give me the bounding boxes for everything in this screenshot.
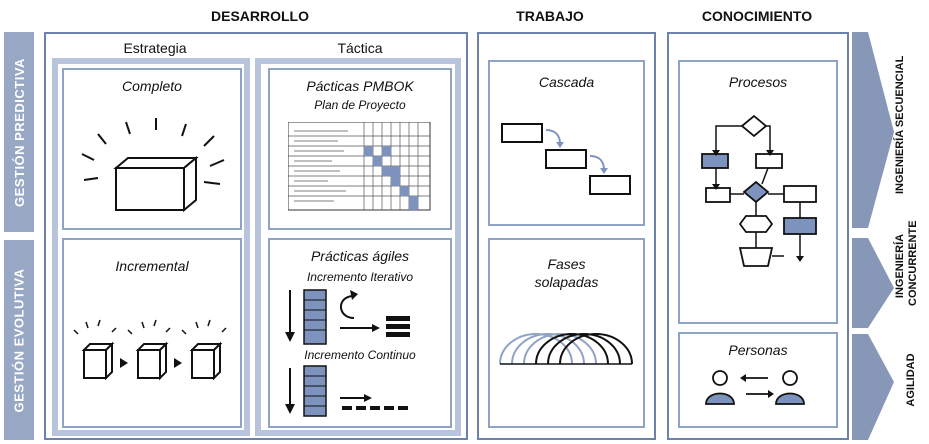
cell-pmbok: Pácticas PMBOK Plan de Proyecto	[268, 68, 452, 230]
cell-agiles-title: Prácticas ágiles	[310, 248, 410, 264]
iterative-increment-icon	[285, 289, 410, 345]
secuencial-arrow	[852, 32, 894, 228]
tactica-frame	[255, 58, 461, 436]
cell-fases-line1: Fases	[547, 256, 586, 272]
cell-agiles-sub-continuo: Incremento Continuo	[304, 348, 416, 362]
side-gestion-predictiva-label: GESTIÓN PREDICTIVA	[11, 57, 27, 207]
cell-completo-title: Completo	[122, 78, 182, 94]
trabajo-panel	[477, 32, 656, 440]
cell-procesos: Procesos	[678, 60, 838, 324]
cell-cascada-title: Cascada	[538, 74, 595, 90]
header-conocimiento: CONOCIMIENTO	[701, 8, 813, 24]
cell-completo: Completo	[62, 68, 242, 230]
side-gestion-predictiva: GESTIÓN PREDICTIVA	[4, 32, 34, 232]
label-agilidad: AGILIDAD	[905, 353, 917, 407]
cell-agiles: Prácticas ágiles Incremento Iterativo In…	[268, 238, 452, 428]
agilidad-arrow	[852, 334, 894, 440]
cell-incremental-title: Incremental	[115, 258, 189, 274]
gantt-table-icon	[288, 122, 431, 211]
cell-fases-solapadas: Fases solapadas	[488, 238, 645, 428]
waterfall-icon	[501, 123, 631, 195]
header-desarrollo: DESARROLLO	[211, 8, 309, 24]
concurrente-arrow	[852, 238, 894, 328]
continuous-increment-icon	[285, 365, 408, 417]
conocimiento-panel	[667, 32, 849, 440]
cell-pmbok-subtitle: Plan de Proyecto	[314, 98, 406, 112]
right-chevron-arrows	[852, 32, 894, 440]
cell-cascada: Cascada	[488, 60, 645, 226]
label-ingenieria-secuencial: INGENIERÍA SECUENCIAL	[894, 55, 906, 194]
header-trabajo: TRABAJO	[516, 8, 584, 24]
label-concurrente-line1: INGENIERÍA	[894, 233, 906, 299]
overlapping-phases-icon	[499, 333, 633, 365]
estrategia-frame	[52, 58, 250, 436]
column-estrategia: Estrategia	[123, 40, 187, 56]
people-exchange-icon	[705, 370, 805, 405]
cell-incremental: Incremental	[62, 238, 242, 428]
cell-agiles-sub-iterativo: Incremento Iterativo	[306, 270, 414, 284]
box-burst-icon	[81, 118, 225, 213]
desarrollo-panel	[44, 32, 468, 440]
cell-personas: Personas	[678, 332, 838, 428]
cell-personas-title: Personas	[728, 342, 788, 358]
cell-procesos-title: Procesos	[728, 74, 788, 90]
cell-fases-line2: solapadas	[534, 274, 599, 290]
label-concurrente-line2: CONCURRENTE	[907, 220, 919, 306]
side-gestion-evolutiva-label: GESTIÓN EVOLUTIVA	[11, 267, 27, 413]
incremental-boxes-icon	[73, 319, 227, 381]
side-gestion-evolutiva: GESTIÓN EVOLUTIVA	[4, 240, 34, 440]
label-ingenieria-concurrente: INGENIERÍA CONCURRENTE	[894, 220, 929, 306]
column-tactica: Táctica	[337, 40, 383, 56]
flowchart-icon	[701, 114, 817, 267]
cell-pmbok-title: Pácticas PMBOK	[306, 78, 414, 94]
